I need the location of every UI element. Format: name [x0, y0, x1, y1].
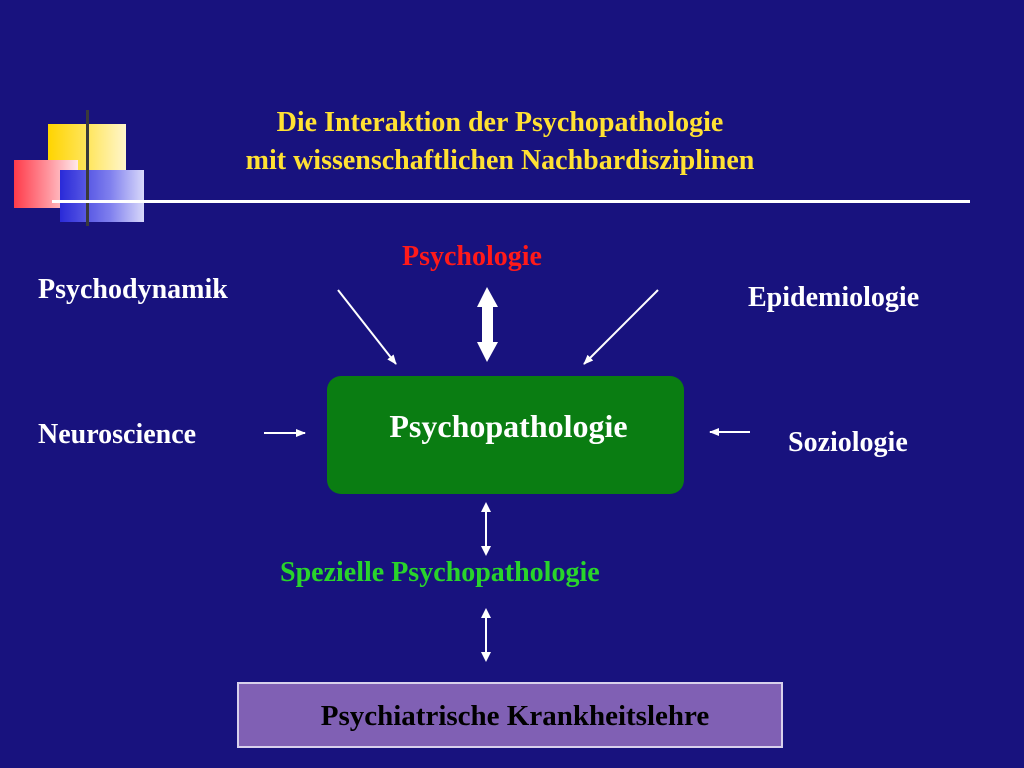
logo-vertical-line: [86, 110, 89, 226]
label-psychodynamik: Psychodynamik: [38, 274, 228, 305]
arrow-epidemiologie: [583, 289, 659, 365]
arrow-psychologie-bidirectional: [477, 287, 498, 362]
slide-title: Die Interaktion der Psychopathologie mit…: [180, 104, 820, 180]
label-psychologie: Psychologie: [402, 241, 542, 272]
bottom-node-box: [237, 682, 783, 748]
center-node-box: [327, 376, 684, 494]
center-node-label: Psychopathologie: [389, 408, 628, 444]
label-spezielle-psychopathologie: Spezielle Psychopathologie: [280, 557, 600, 588]
arrow-center-spezielle-bidirectional: [481, 502, 491, 556]
label-epidemiologie: Epidemiologie: [748, 282, 920, 313]
label-neuroscience: Neuroscience: [38, 419, 197, 450]
title-line-2: mit wissenschaftlichen Nachbardiszipline…: [245, 145, 755, 176]
logo-square-blue: [60, 170, 144, 222]
title-line-1: Die Interaktion der Psychopathologie: [276, 107, 724, 138]
label-soziologie: Soziologie: [788, 427, 908, 458]
arrow-psychodynamik: [337, 289, 397, 365]
arrow-spezielle-bottom-bidirectional: [481, 608, 491, 662]
bottom-node-label: Psychiatrische Krankheitslehre: [320, 700, 710, 732]
title-underline: [52, 200, 970, 203]
